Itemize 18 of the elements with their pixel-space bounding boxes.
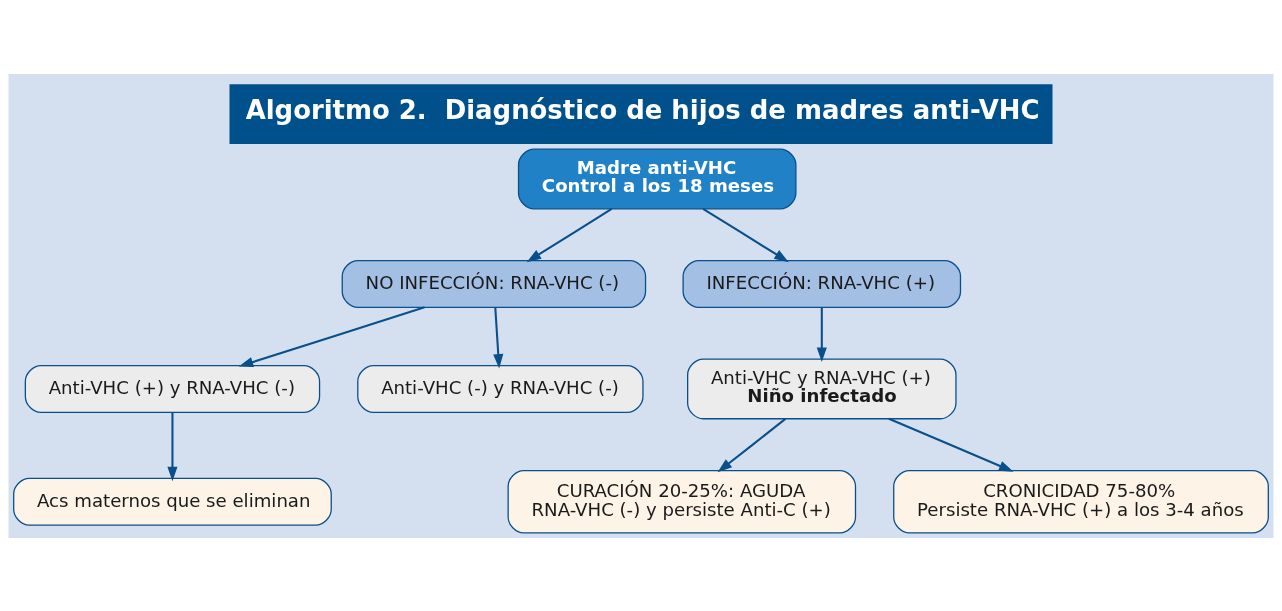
arrow: [717, 417, 787, 472]
diagram-title: Algoritmo 2. Diagnóstico de hijos de madres anti-VHC: [245, 94, 1040, 125]
node-box: CRONICIDAD 75-80% Persiste RNA-VHC (+) a los 3-4 años: [893, 469, 1269, 533]
arrow: [888, 417, 1014, 472]
arrow: [493, 306, 504, 369]
arrow: [816, 307, 827, 362]
node-box: Acs maternos que se eliminan: [13, 477, 332, 526]
node-box: Anti-VHC y RNA-VHC (+) Niño infectado: [687, 358, 957, 419]
node-box: Madre anti-VHC Control a los 18 meses: [517, 148, 797, 209]
node-box: Anti-VHC (-) y RNA-VHC (-): [357, 364, 644, 413]
node-box: INFECCIÓN: RNA-VHC (+): [682, 259, 962, 308]
arrow: [167, 412, 178, 481]
arrow: [526, 207, 613, 262]
arrow: [702, 207, 789, 262]
node-box: CURACIÓN 20-25%: AGUDA RNA-VHC (-) y persiste Anti-C (+): [507, 469, 857, 533]
node-box: NO INFECCIÓN: RNA-VHC (-): [341, 259, 647, 308]
arrow: [238, 305, 425, 367]
node-box: Anti-VHC (+) y RNA-VHC (-): [24, 364, 321, 413]
